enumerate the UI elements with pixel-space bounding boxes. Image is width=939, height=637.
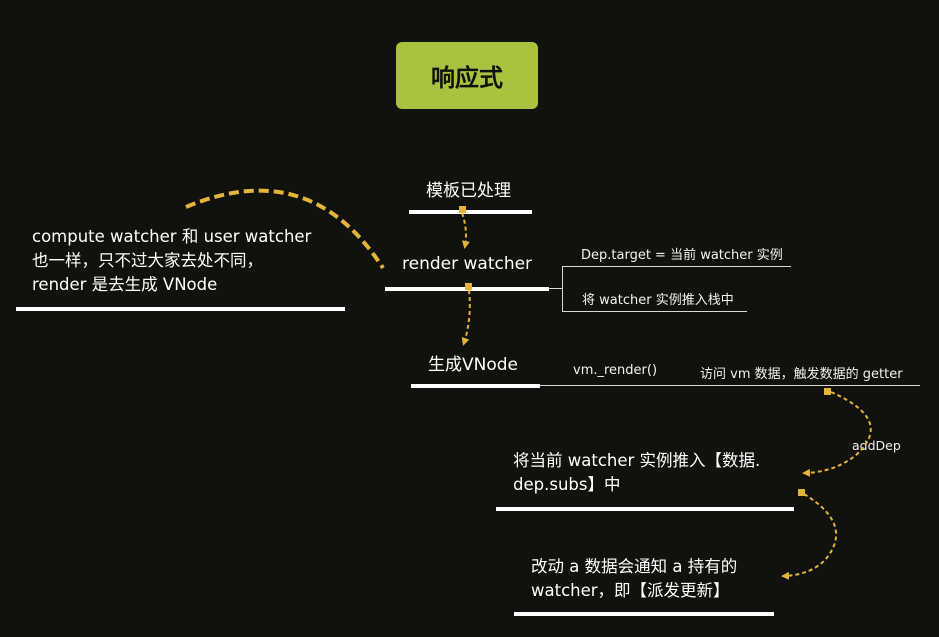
note-dep-target: Dep.target = 当前 watcher 实例 [581, 248, 783, 263]
title-box: 响应式 [396, 42, 538, 109]
push-subs-note: 将当前 watcher 实例推入【数据. dep.subs】中 [513, 449, 760, 497]
connector-dot-render [465, 283, 472, 290]
branch-connector [562, 266, 563, 312]
arrow-render-to-vnode [461, 289, 471, 346]
push-subs-underline [496, 507, 794, 511]
vm-render-underline [540, 385, 920, 386]
notify-line1: 改动 a 数据会通知 a 持有的 [531, 557, 738, 576]
left-note: compute watcher 和 user watcher 也一样，只不过大家… [32, 225, 311, 297]
notify-line2: watcher，即【派发更新】 [531, 581, 730, 600]
left-note-line3: render 是去生成 VNode [32, 275, 218, 294]
dep-target-underline [562, 266, 791, 267]
notify-note: 改动 a 数据会通知 a 持有的 watcher，即【派发更新】 [531, 555, 737, 603]
branch-stub [549, 288, 562, 289]
arrow-template-to-render [461, 212, 470, 249]
note-vm-render: vm._render() [573, 363, 658, 378]
node-generate-vnode: 生成VNode [428, 355, 518, 375]
node-template-processed: 模板已处理 [426, 181, 511, 201]
note-push-stack: 将 watcher 实例推入栈中 [582, 293, 734, 308]
connector-dot-getter [824, 388, 831, 395]
connector-dot-subs [798, 489, 805, 496]
left-note-line2: 也一样，只不过大家去处不同， [32, 251, 263, 270]
push-subs-line1: 将当前 watcher 实例推入【数据. [513, 451, 761, 470]
push-subs-line2: dep.subs】中 [513, 475, 621, 494]
arc-left-note [185, 188, 385, 270]
note-access-vm-data: 访问 vm 数据，触发数据的 getter [700, 367, 903, 382]
left-note-line1: compute watcher 和 user watcher [32, 227, 312, 246]
node-vnode-underline [411, 384, 540, 388]
arrow-add-dep [802, 391, 872, 477]
label-add-dep: addDep [852, 438, 901, 453]
diagram-title: 响应式 [431, 64, 503, 92]
push-stack-underline [562, 311, 747, 312]
node-template-underline [409, 210, 532, 214]
connector-dot-template [459, 206, 466, 213]
node-render-watcher: render watcher [402, 254, 533, 274]
notify-underline [514, 612, 774, 616]
arrow-subs-to-notify [781, 493, 838, 580]
left-note-underline [16, 307, 345, 311]
